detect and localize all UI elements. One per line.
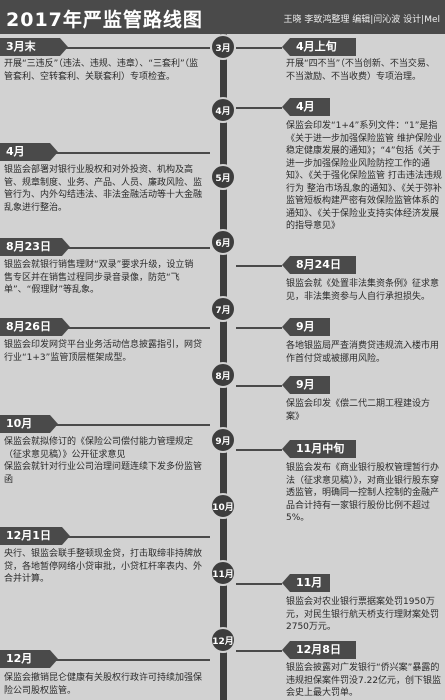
- right-entry-text: 保监会印发“1+4”系列文件：“1”是指《关于进一步加强保险监管 维护保险业稳定…: [286, 121, 442, 231]
- right-date-label: 9月: [282, 318, 330, 336]
- left-entry-text: 银监会印发网贷平台业务活动信息披露指引，网贷行业“1+3”监管顶层框架成型。: [4, 340, 203, 363]
- left-entry-text: 央行、银监会联手整顿现金贷，打击取缔非持牌放贷，各地暂停网络小贷审批，小贷杠杆率…: [4, 549, 203, 584]
- left-date-label: 3月末: [0, 38, 68, 56]
- timeline-node-mar: 3月: [210, 34, 236, 60]
- right-date-label: 9月: [282, 376, 330, 394]
- connector-line: [236, 265, 282, 267]
- credits: 王晓 李致鸿整理 编辑|闫沁波 设计|Mel: [283, 15, 440, 25]
- left-date-label: 4月: [0, 143, 58, 161]
- timeline-node-apr: 4月: [210, 97, 236, 123]
- connector-line: [236, 449, 282, 451]
- left-date-label: 8月26日: [0, 318, 70, 336]
- timeline-node-jun: 6月: [210, 229, 236, 255]
- right-entry-text: 银监会对农业银行票据案处罚1950万元，对民生银行航天桥支行理财案处罚2750万…: [286, 597, 440, 632]
- right-date-label: 8月24日: [282, 256, 356, 274]
- connector-line: [236, 385, 282, 387]
- timeline-node-jul: 7月: [210, 296, 236, 322]
- left-date-label: 8月23日: [0, 238, 70, 256]
- right-entry-text: 开展“四不当”（不当创新、不当交易、不当激励、不当收费）专项治理。: [286, 59, 435, 82]
- right-date-label: 11月: [282, 574, 330, 592]
- right-date-label: 4月上旬: [282, 38, 356, 56]
- left-date-label: 12月: [0, 650, 58, 668]
- connector-line: [62, 536, 210, 538]
- right-entry-text: 银监会披露对广发银行“侨兴案”暴露的违规担保案件罚没7.22亿元，创下银监会史上…: [286, 663, 442, 698]
- connector-line: [236, 327, 282, 329]
- connector-line: [50, 659, 210, 661]
- connector-line: [60, 47, 210, 49]
- connector-line: [62, 247, 210, 249]
- timeline-node-nov: 11月: [210, 560, 236, 586]
- timeline-node-sep: 9月: [210, 427, 236, 453]
- right-entry-text: 银监会发布《商业银行股权管理暂行办法（征求意见稿）》，对商业银行股东穿透监管，明…: [286, 463, 440, 523]
- right-date-label: 12月8日: [282, 641, 356, 659]
- timeline-node-oct: 10月: [210, 493, 236, 519]
- connector-line: [236, 107, 282, 109]
- right-entry-text: 银监会就《处置非法集资条例》征求意见，非法集资参与人自行承担损失。: [286, 279, 440, 302]
- right-date-label: 11月中旬: [282, 440, 356, 458]
- header-bar: 2017年严监管路线图 王晓 李致鸿整理 编辑|闫沁波 设计|Mel: [0, 0, 445, 34]
- left-entry-text: 保监会撤销昆仑健康有关股权行政许可持续加强保险公司股权监管。: [4, 673, 203, 696]
- connector-line: [50, 152, 210, 154]
- right-entry-text: 各地银监局严查消费贷违规流入楼市用作首付贷或被挪用风险。: [286, 341, 440, 364]
- connector-line: [62, 327, 210, 329]
- left-entry-text: 开展“三违反”（违法、违规、违章）、“三套利”（监管套利、空转套利、关联套利）专…: [4, 59, 199, 82]
- timeline-node-may: 5月: [210, 164, 236, 190]
- connector-line: [236, 47, 282, 49]
- left-entry-text: 银监会就银行销售理财“双录”要求升级，设立销售专区并在销售过程同步录音录像，防范…: [4, 260, 194, 295]
- page-title: 2017年严监管路线图: [6, 9, 203, 31]
- timeline-node-dec: 12月: [210, 627, 236, 653]
- timeline-node-aug: 8月: [210, 362, 236, 388]
- left-entry-text: 银监会部署对银行业股权和对外投资、机构及高管、规章制度、业务、产品、人员、廉政风…: [4, 165, 203, 213]
- connector-line: [236, 650, 282, 652]
- right-entry-text: 保监会印发《偿二代二期工程建设方案》: [286, 399, 431, 422]
- left-entry-text: 保监会就拟修订的《保险公司偿付能力管理规定（征求意见稿）》公开征求意见 保监会就…: [4, 437, 203, 485]
- connector-line: [236, 583, 282, 585]
- left-date-label: 12月1日: [0, 527, 70, 545]
- right-date-label: 4月: [282, 98, 330, 116]
- connector-line: [50, 424, 210, 426]
- left-date-label: 10月: [0, 415, 58, 433]
